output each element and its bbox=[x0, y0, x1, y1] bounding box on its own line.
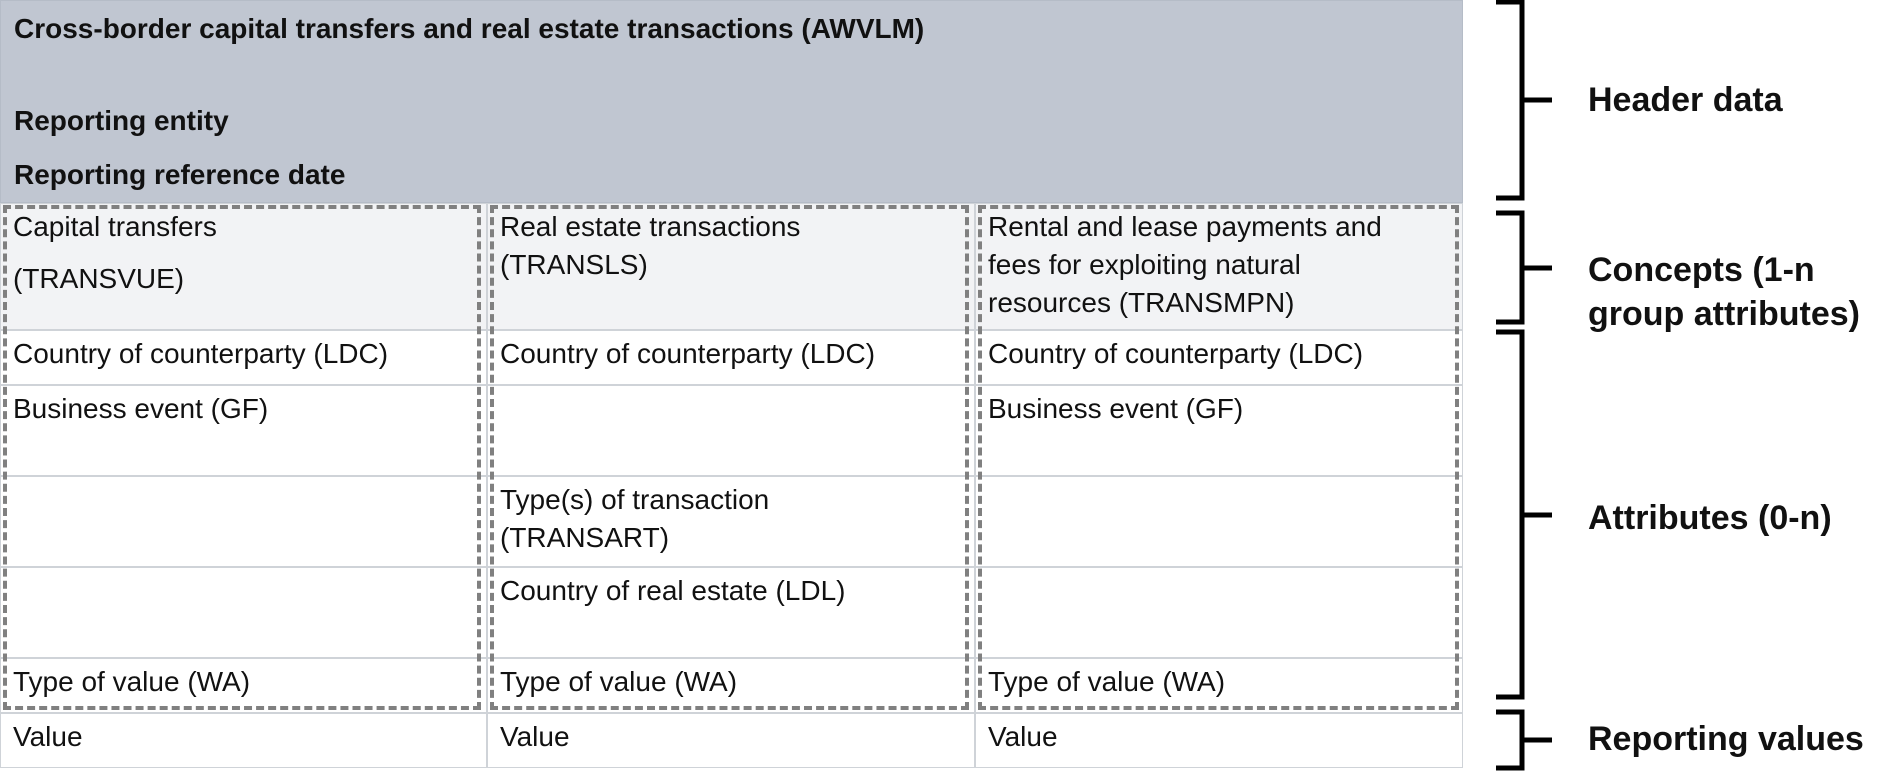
header-reporting-date: Reporting reference date bbox=[14, 159, 346, 190]
concept-label: Real estate transactions (TRANSLS) bbox=[500, 211, 801, 280]
attribute-cell: Type(s) of transaction (TRANSART) bbox=[487, 476, 975, 567]
brace-values bbox=[1496, 709, 1552, 771]
concept-cell-capital-transfers: Capital transfers (TRANSVUE) bbox=[0, 203, 487, 330]
header-reporting-entity: Reporting entity bbox=[14, 105, 229, 136]
concept-cell-real-estate: Real estate transactions (TRANSLS) bbox=[487, 203, 975, 330]
value-cell: Value bbox=[487, 713, 975, 768]
concept-label: Rental and lease payments and fees for e… bbox=[988, 211, 1382, 318]
attribute-cell-empty bbox=[487, 385, 975, 476]
legend-reporting-values: Reporting values bbox=[1588, 720, 1864, 758]
legend-header-data: Header data bbox=[1588, 81, 1783, 119]
brace-concepts bbox=[1496, 210, 1552, 325]
attribute-cell: Country of counterparty (LDC) bbox=[975, 330, 1463, 385]
concept-code: (TRANSVUE) bbox=[13, 263, 185, 294]
legend-concepts-line1: Concepts (1-n bbox=[1588, 251, 1815, 289]
header-title: Cross-border capital transfers and real … bbox=[14, 13, 925, 44]
attribute-cell: Type of value (WA) bbox=[975, 658, 1463, 713]
attribute-label: Type(s) of transaction (TRANSART) bbox=[500, 484, 770, 553]
brace-attributes bbox=[1496, 329, 1552, 700]
attribute-cell: Business event (GF) bbox=[975, 385, 1463, 476]
attribute-cell: Country of counterparty (LDC) bbox=[487, 330, 975, 385]
attribute-cell: Type of value (WA) bbox=[0, 658, 487, 713]
attribute-cell-empty bbox=[975, 476, 1463, 567]
attribute-cell: Country of real estate (LDL) bbox=[487, 567, 975, 658]
header-section: Cross-border capital transfers and real … bbox=[0, 0, 1463, 203]
legend-attributes: Attributes (0-n) bbox=[1588, 499, 1832, 537]
attribute-cell: Type of value (WA) bbox=[487, 658, 975, 713]
brace-header bbox=[1496, 0, 1552, 201]
attribute-cell-empty bbox=[0, 476, 487, 567]
value-cell: Value bbox=[0, 713, 487, 768]
attribute-cell-empty bbox=[0, 567, 487, 658]
attribute-cell: Country of counterparty (LDC) bbox=[0, 330, 487, 385]
value-cell: Value bbox=[975, 713, 1463, 768]
attribute-cell: Business event (GF) bbox=[0, 385, 487, 476]
concept-cell-rental-lease: Rental and lease payments and fees for e… bbox=[975, 203, 1463, 330]
attribute-cell-empty bbox=[975, 567, 1463, 658]
concept-label: Capital transfers bbox=[13, 211, 217, 242]
legend-concepts-line2: group attributes) bbox=[1588, 295, 1860, 333]
